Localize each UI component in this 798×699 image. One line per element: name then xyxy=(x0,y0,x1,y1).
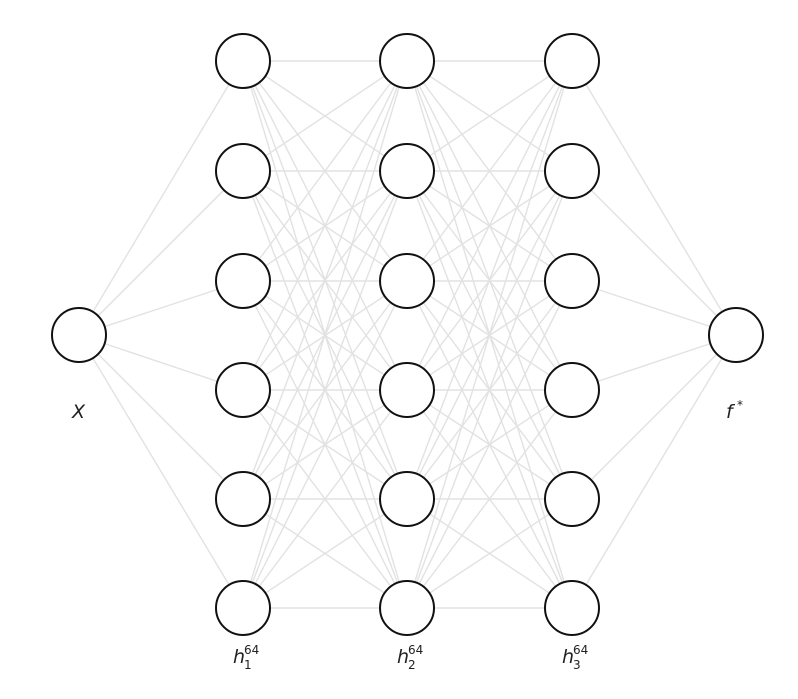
edge-hidden1-5-to-hidden2-0 xyxy=(242,60,408,609)
connections xyxy=(78,60,737,609)
label-output: f* xyxy=(726,398,743,423)
label-output-sup: * xyxy=(737,398,743,412)
node-hidden2-5 xyxy=(379,580,435,636)
label-input: X xyxy=(71,401,86,423)
node-hidden3-4 xyxy=(544,471,600,527)
label-hidden1-main: h xyxy=(233,646,245,668)
label-hidden1-sup: 64 xyxy=(244,643,259,657)
node-hidden1-4 xyxy=(215,471,271,527)
label-hidden2-sub: 2 xyxy=(408,658,416,672)
edge-hidden1-3-to-hidden2-0 xyxy=(242,60,408,391)
edge-hidden2-1-to-hidden3-0 xyxy=(406,60,573,172)
edge-input-0-to-hidden1-4 xyxy=(78,334,244,500)
node-output-0 xyxy=(708,307,764,363)
edge-hidden2-5-to-hidden3-4 xyxy=(406,498,573,609)
node-hidden1-5 xyxy=(215,580,271,636)
edge-hidden1-4-to-hidden2-0 xyxy=(242,60,408,500)
edge-hidden3-4-to-output-0 xyxy=(571,334,737,500)
label-hidden3-main: h xyxy=(562,646,574,668)
node-hidden3-2 xyxy=(544,253,600,309)
label-hidden2-main: h xyxy=(397,646,409,668)
edge-hidden1-1-to-hidden2-0 xyxy=(242,60,408,172)
edge-hidden1-5-to-hidden2-3 xyxy=(242,389,408,609)
node-input-0 xyxy=(51,307,107,363)
edge-hidden2-5-to-hidden3-3 xyxy=(406,389,573,609)
edge-hidden2-3-to-hidden3-0 xyxy=(406,60,573,391)
node-hidden1-0 xyxy=(215,33,271,89)
label-hidden2-sup: 64 xyxy=(408,643,423,657)
edge-input-0-to-hidden1-1 xyxy=(78,170,244,336)
edge-input-0-to-hidden1-5 xyxy=(78,334,244,609)
edge-hidden1-5-to-hidden2-2 xyxy=(242,280,408,609)
edge-hidden1-5-to-hidden2-1 xyxy=(242,170,408,609)
edge-hidden2-5-to-hidden3-1 xyxy=(406,170,573,609)
edge-hidden3-0-to-output-0 xyxy=(571,60,737,336)
node-hidden3-3 xyxy=(544,362,600,418)
node-hidden1-2 xyxy=(215,253,271,309)
label-hidden1-sub: 1 xyxy=(244,658,252,672)
edge-hidden3-2-to-output-0 xyxy=(571,280,737,336)
edge-input-0-to-hidden1-2 xyxy=(78,280,244,336)
label-output-main: f xyxy=(726,401,736,423)
edge-input-0-to-hidden1-0 xyxy=(78,60,244,336)
edge-hidden1-5-to-hidden2-4 xyxy=(242,498,408,609)
label-input-main: X xyxy=(71,401,86,423)
edge-hidden2-2-to-hidden3-0 xyxy=(406,60,573,282)
neurons xyxy=(51,33,764,636)
edge-hidden2-4-to-hidden3-0 xyxy=(406,60,573,500)
edge-hidden2-5-to-hidden3-2 xyxy=(406,280,573,609)
label-hidden3-sup: 64 xyxy=(573,643,588,657)
node-hidden2-2 xyxy=(379,253,435,309)
node-hidden2-1 xyxy=(379,143,435,199)
edge-hidden1-2-to-hidden2-0 xyxy=(242,60,408,282)
node-hidden2-4 xyxy=(379,471,435,527)
node-hidden3-1 xyxy=(544,143,600,199)
node-hidden3-0 xyxy=(544,33,600,89)
node-hidden1-1 xyxy=(215,143,271,199)
edge-hidden3-3-to-output-0 xyxy=(571,334,737,391)
edge-hidden2-5-to-hidden3-0 xyxy=(406,60,573,609)
edge-hidden3-1-to-output-0 xyxy=(571,170,737,336)
node-hidden2-3 xyxy=(379,362,435,418)
node-hidden3-5 xyxy=(544,580,600,636)
node-hidden2-0 xyxy=(379,33,435,89)
node-hidden1-3 xyxy=(215,362,271,418)
edge-input-0-to-hidden1-3 xyxy=(78,334,244,391)
edge-hidden3-5-to-output-0 xyxy=(571,334,737,609)
label-hidden3-sub: 3 xyxy=(573,658,581,672)
